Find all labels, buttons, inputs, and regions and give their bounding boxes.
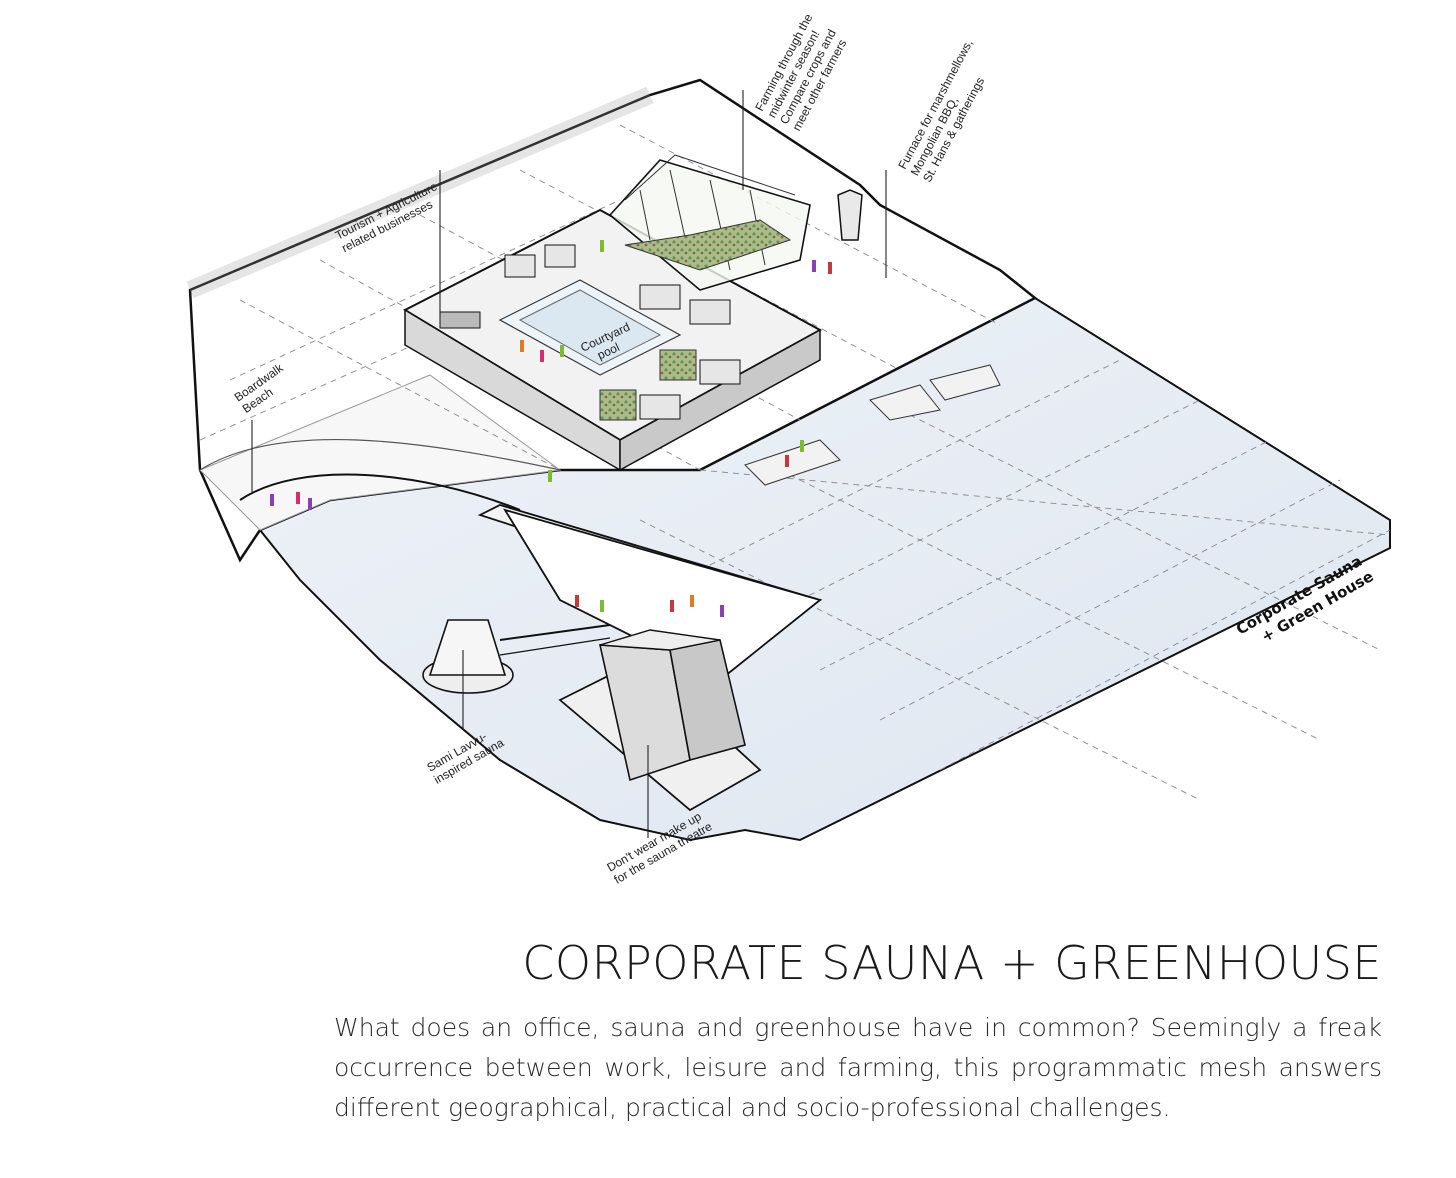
furnace-chimney bbox=[837, 189, 863, 241]
farming-annotation: Farming through the midwinter season! Co… bbox=[752, 8, 854, 133]
sauna-pier bbox=[477, 504, 823, 682]
water-area bbox=[258, 296, 1391, 842]
floating-docks bbox=[744, 364, 1001, 486]
description-paragraph: What does an office, sauna and greenhous… bbox=[334, 1013, 1382, 1122]
boardwalk-path bbox=[186, 86, 654, 511]
annotation-leaders bbox=[251, 90, 887, 838]
furnace-annotation: Furnace for marshmellows, Mongolian BBQ,… bbox=[895, 34, 1002, 184]
greenhouse bbox=[608, 154, 811, 291]
office-building bbox=[402, 208, 823, 472]
lavvu-sauna bbox=[422, 619, 514, 694]
sauna-theatre-tower bbox=[558, 629, 762, 812]
page-title: CORPORATE SAUNA + GREENHOUSE bbox=[522, 936, 1382, 990]
people-figures bbox=[270, 240, 832, 617]
